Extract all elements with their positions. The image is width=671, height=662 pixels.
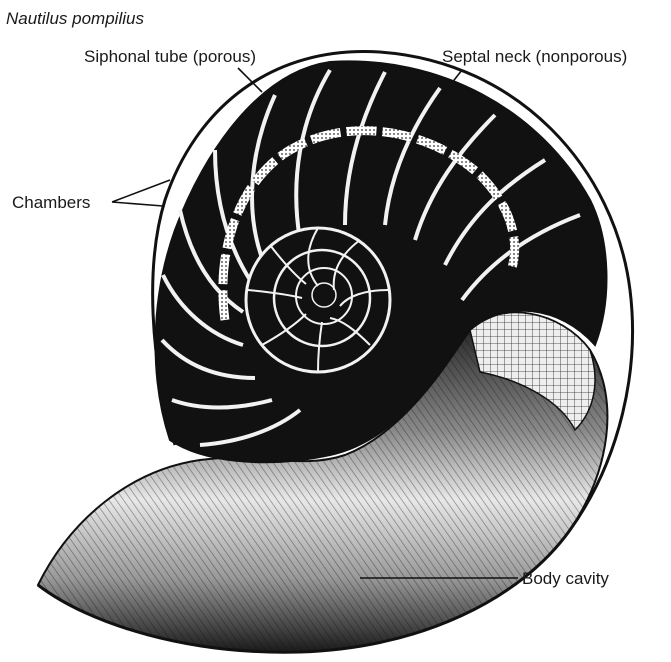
figure-title: Nautilus pompilius [6,10,144,27]
label-septal-neck: Septal neck (nonporous) [442,48,627,65]
label-chambers: Chambers [12,194,90,211]
label-siphonal-tube: Siphonal tube (porous) [84,48,256,65]
label-body-cavity: Body cavity [522,570,609,587]
inner-spiral [246,228,390,372]
